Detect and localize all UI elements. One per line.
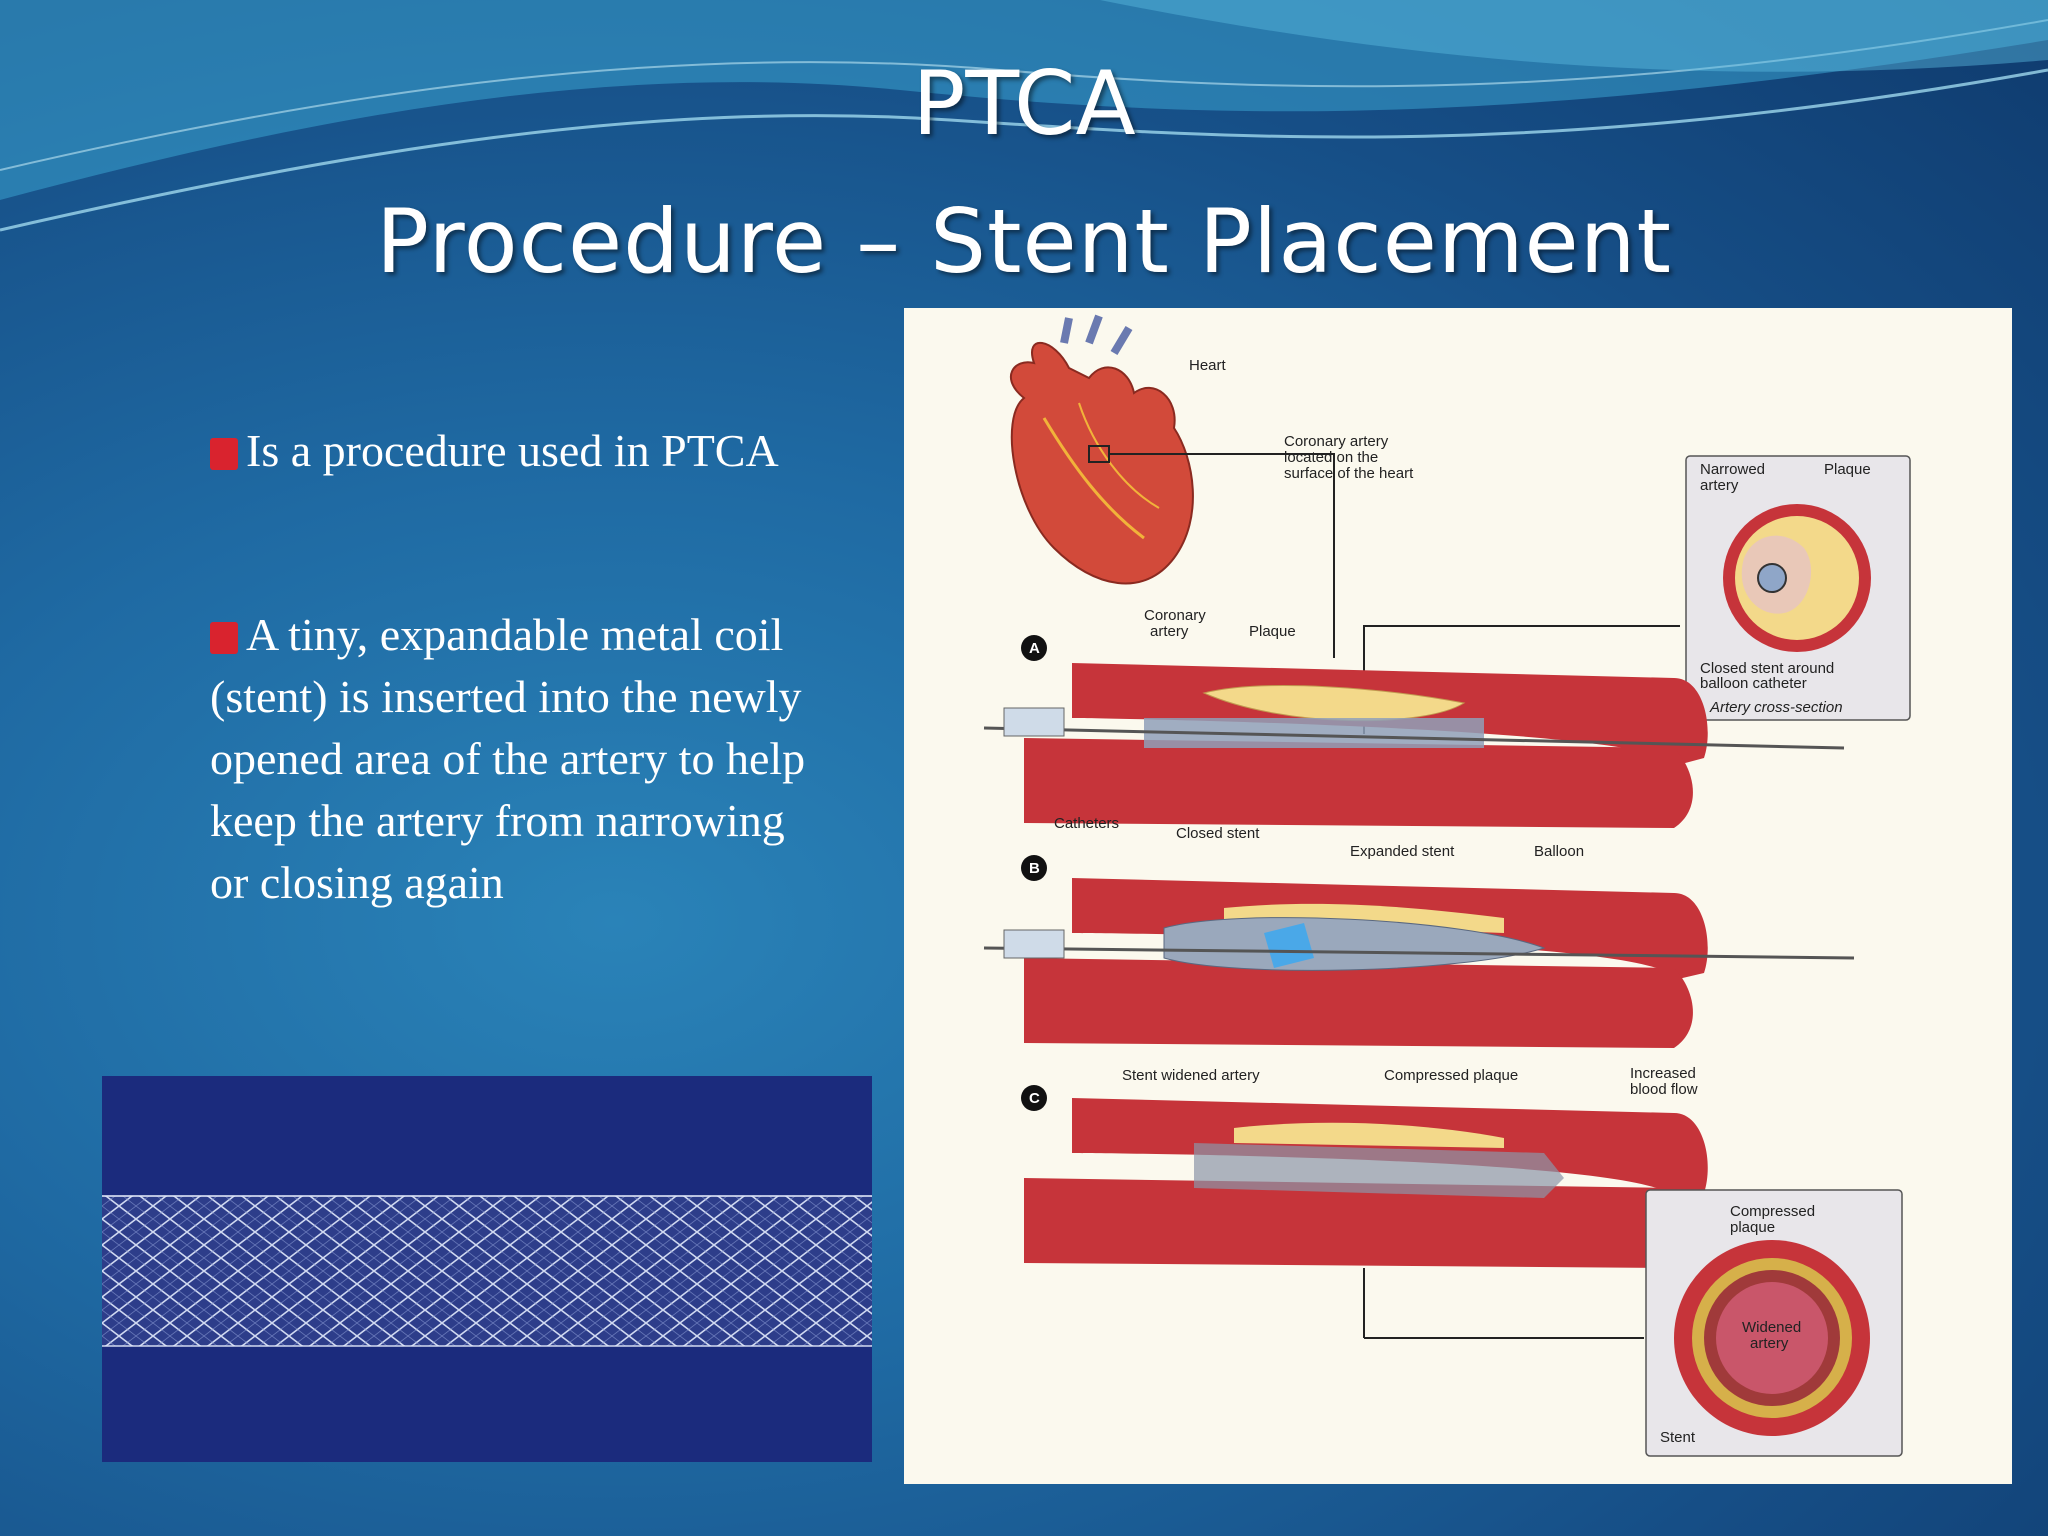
label-closed-stent-around-2: balloon catheter bbox=[1700, 675, 1807, 692]
label-heart: Heart bbox=[1189, 357, 1227, 374]
label-balloon: Balloon bbox=[1534, 843, 1584, 860]
step-b-badge: B bbox=[1029, 860, 1040, 877]
label-narrowed-artery-1: Narrowed bbox=[1700, 461, 1765, 478]
label-coronary-note-3: surface of the heart bbox=[1284, 465, 1414, 482]
heart-illustration bbox=[1010, 314, 1335, 658]
label-narrowed-artery-2: artery bbox=[1700, 477, 1739, 494]
label-widened-artery-2: artery bbox=[1750, 1335, 1789, 1352]
step-a-badge: A bbox=[1029, 640, 1040, 657]
label-stent-widened-artery: Stent widened artery bbox=[1122, 1067, 1260, 1084]
label-increased-blood-flow-2: blood flow bbox=[1630, 1081, 1698, 1098]
bullet-1-text: Is a procedure used in PTCA bbox=[246, 425, 779, 476]
bullet-2-text: A tiny, expandable metal coil (stent) is… bbox=[210, 609, 806, 908]
label-catheters: Catheters bbox=[1054, 815, 1119, 832]
label-coronary-note-2: located on the bbox=[1284, 449, 1378, 466]
label-coronary-note-1: Coronary artery bbox=[1284, 433, 1389, 450]
artery-cross-section-bottom bbox=[1645, 1189, 1903, 1457]
label-stent: Stent bbox=[1660, 1429, 1696, 1446]
label-closed-stent-around-1: Closed stent around bbox=[1700, 660, 1834, 677]
label-plaque-top: Plaque bbox=[1824, 461, 1871, 478]
label-closed-stent: Closed stent bbox=[1176, 825, 1260, 842]
stent-placement-diagram: Heart Coronary artery located on the sur… bbox=[904, 308, 2012, 1484]
bullet-2: A tiny, expandable metal coil (stent) is… bbox=[210, 604, 830, 914]
label-widened-artery-1: Widened bbox=[1742, 1319, 1801, 1336]
label-compressed-plaque-cs-2: plaque bbox=[1730, 1219, 1775, 1236]
artery-step-c bbox=[1024, 1098, 1708, 1339]
label-increased-blood-flow-1: Increased bbox=[1630, 1065, 1696, 1082]
artery-step-b bbox=[983, 878, 1855, 1048]
label-coronary-artery-1: Coronary bbox=[1144, 607, 1206, 624]
label-plaque-a: Plaque bbox=[1249, 623, 1296, 640]
step-c-badge: C bbox=[1029, 1090, 1040, 1107]
slide-title-line2: Procedure – Stent Placement bbox=[376, 190, 1672, 293]
artery-step-a bbox=[983, 663, 1845, 828]
artery-cross-section-top bbox=[1685, 455, 1911, 721]
slide-title-line1: PTCA bbox=[912, 52, 1136, 155]
header-wave bbox=[0, 0, 2048, 232]
label-compressed-plaque-cs-1: Compressed bbox=[1730, 1203, 1815, 1220]
bullet-square-icon bbox=[210, 438, 238, 470]
stent-photo bbox=[102, 1076, 872, 1462]
label-artery-cross-section: Artery cross-section bbox=[1709, 699, 1843, 716]
bullet-square-icon bbox=[210, 622, 238, 654]
label-coronary-artery-2: artery bbox=[1150, 623, 1189, 640]
bullet-1: Is a procedure used in PTCA bbox=[210, 420, 779, 482]
label-compressed-plaque: Compressed plaque bbox=[1384, 1067, 1518, 1084]
label-expanded-stent: Expanded stent bbox=[1350, 843, 1455, 860]
